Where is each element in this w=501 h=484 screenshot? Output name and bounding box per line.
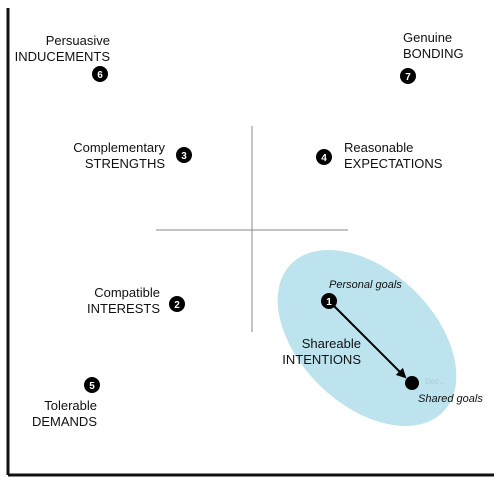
number-badge-1: 1 [321,293,337,309]
svg-text:4: 4 [321,153,327,164]
svg-text:1: 1 [326,297,332,308]
demands-line2: DEMANDS [32,414,97,429]
personal-goals-label: Personal goals [329,279,402,291]
strengths-line1: Complementary [73,140,165,155]
svg-text:3: 3 [181,151,187,162]
demands-line1: Tolerable [44,398,97,413]
number-badge-7: 7 [400,68,416,84]
svg-text:7: 7 [405,72,411,83]
interests-line2: INTERESTS [87,301,160,316]
bonding-line1: Genuine [403,30,452,45]
shared-goals-label: Shared goals [418,393,483,405]
inducements-line1: Persuasive [46,33,110,48]
number-badge-6: 6 [92,66,108,82]
expectations-line1: Reasonable [344,140,413,155]
intentions-line1: Shareable [302,336,361,351]
number-badge-2: 2 [169,296,185,312]
intentions-line2: INTENTIONS [282,352,361,367]
strengths-line2: STRENGTHS [85,156,166,171]
bonding-line2: BONDING [403,46,464,61]
svg-text:2: 2 [174,300,180,311]
interests-line1: Compatible [94,285,160,300]
shared-goals-point [405,376,419,390]
svg-text:6: 6 [97,70,103,81]
expectations-line2: EXPECTATIONS [344,156,443,171]
number-badge-5: 5 [84,377,100,393]
inducements-line2: INDUCEMENTS [15,49,111,64]
number-badge-3: 3 [176,147,192,163]
svg-text:5: 5 [89,381,95,392]
faint-label: Dec... [425,377,446,386]
number-badge-4: 4 [316,149,332,165]
goal-arrow [329,301,407,379]
